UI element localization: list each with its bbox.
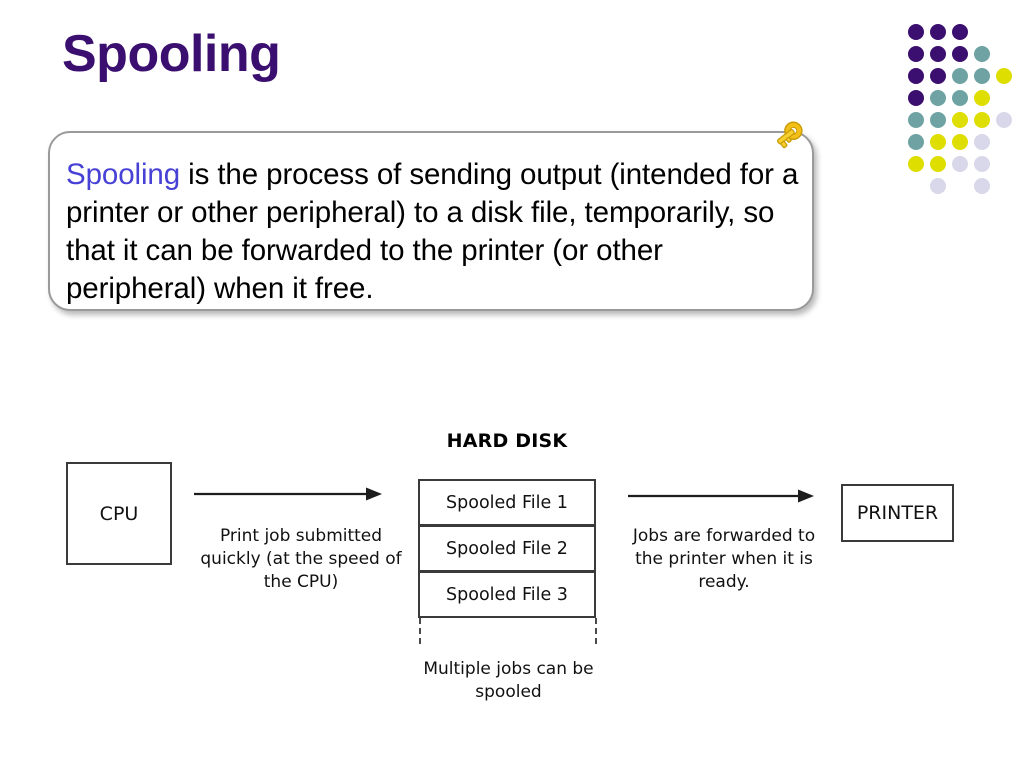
- arrow-disk-to-printer: [628, 489, 814, 503]
- decorative-dot-grid: [884, 8, 1016, 198]
- decorative-dot: [974, 156, 990, 172]
- decorative-dot: [930, 134, 946, 150]
- decorative-dot: [974, 90, 990, 106]
- decorative-dot: [952, 24, 968, 40]
- hard-disk-label: HARD DISK: [446, 430, 568, 452]
- definition-text: Spooling is the process of sending outpu…: [66, 156, 806, 308]
- decorative-dot: [930, 178, 946, 194]
- decorative-dot: [930, 68, 946, 84]
- decorative-dot: [908, 134, 924, 150]
- decorative-dot: [930, 46, 946, 62]
- key-icon: [776, 121, 803, 149]
- decorative-dot: [908, 46, 924, 62]
- spooled-file-row: Spooled File 3: [418, 571, 596, 618]
- spooled-file-row: Spooled File 1: [418, 479, 596, 526]
- decorative-dot: [952, 134, 968, 150]
- decorative-dot: [974, 178, 990, 194]
- decorative-dot: [908, 112, 924, 128]
- printer-box: PRINTER: [841, 484, 954, 542]
- definition-body: is the process of sending output (intend…: [66, 158, 799, 305]
- decorative-dot: [908, 90, 924, 106]
- caption-disk-to-printer: Jobs are forwarded to the printer when i…: [632, 526, 816, 592]
- page-title: Spooling: [62, 25, 281, 83]
- decorative-dot: [952, 112, 968, 128]
- dashed-extension-left: [419, 618, 421, 644]
- arrow-cpu-to-disk: [194, 487, 382, 501]
- decorative-dot: [930, 24, 946, 40]
- decorative-dot: [996, 112, 1012, 128]
- decorative-dot: [908, 24, 924, 40]
- decorative-dot: [908, 156, 924, 172]
- decorative-dot: [952, 90, 968, 106]
- decorative-dot: [908, 68, 924, 84]
- decorative-dot: [952, 68, 968, 84]
- caption-multiple-jobs: Multiple jobs can be spooled: [423, 659, 594, 702]
- decorative-dot: [930, 156, 946, 172]
- decorative-dot: [974, 112, 990, 128]
- definition-callout-box: [48, 131, 814, 311]
- decorative-dot: [974, 68, 990, 84]
- decorative-dot: [974, 46, 990, 62]
- decorative-dot: [930, 112, 946, 128]
- definition-keyword: Spooling: [66, 158, 181, 191]
- cpu-box: CPU: [66, 462, 172, 565]
- dashed-extension-right: [595, 618, 597, 644]
- decorative-dot: [952, 46, 968, 62]
- decorative-dot: [996, 68, 1012, 84]
- decorative-dot: [930, 90, 946, 106]
- caption-cpu-to-disk: Print job submitted quickly (at the spee…: [200, 526, 402, 592]
- decorative-dot: [974, 134, 990, 150]
- decorative-dot: [952, 156, 968, 172]
- spooled-file-row: Spooled File 2: [418, 525, 596, 572]
